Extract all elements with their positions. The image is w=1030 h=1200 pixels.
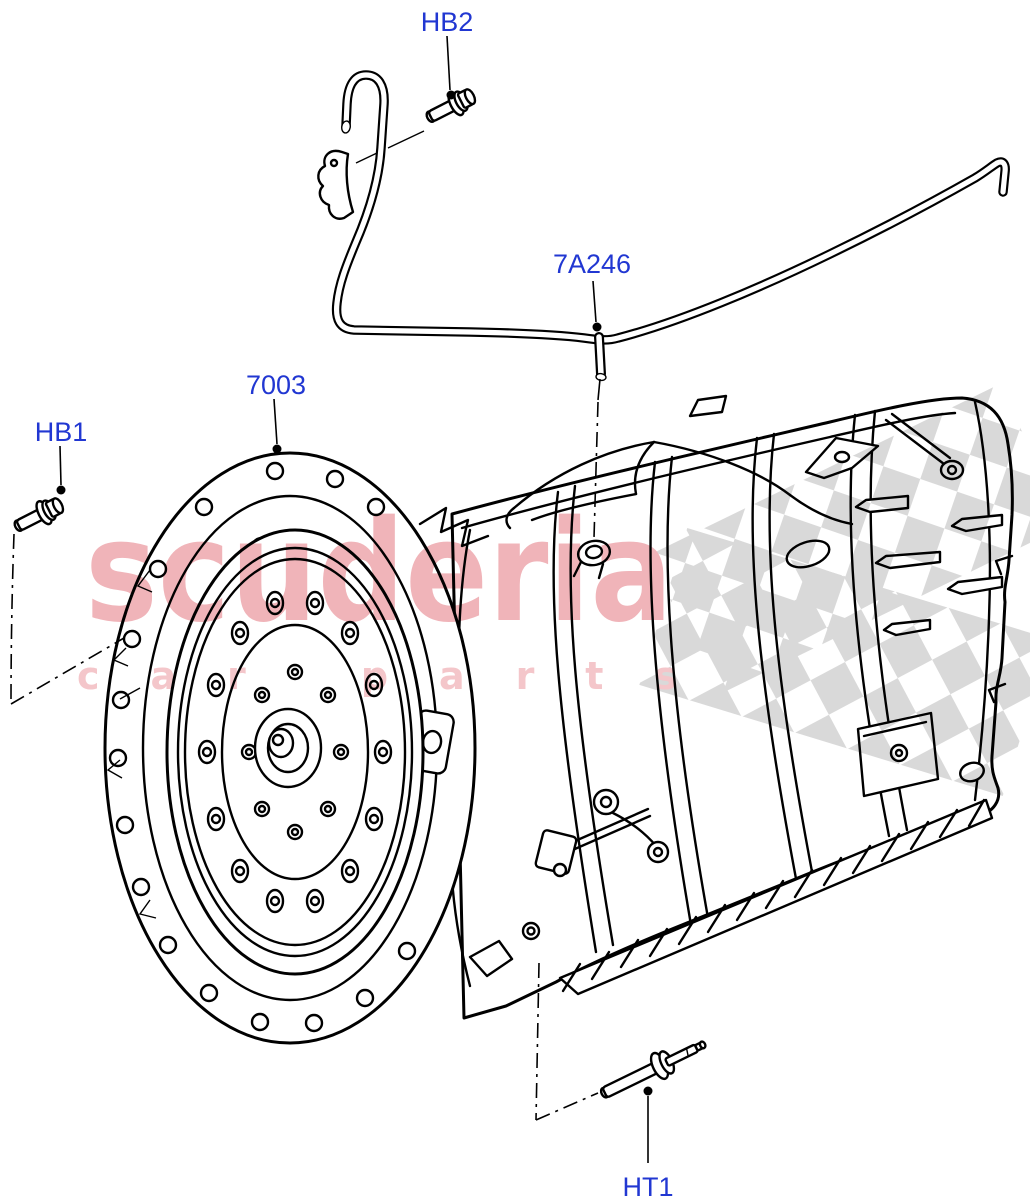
leader-dot-ht1: [643, 1086, 653, 1096]
right-notch: [994, 554, 1014, 576]
pipe-port-boss: [572, 539, 612, 580]
checkered-flag-watermark: [639, 384, 1030, 796]
converter-bolt-ring-inner: [240, 663, 350, 841]
leader-lines: [10, 35, 653, 1163]
part-label-hb2[interactable]: HB2: [421, 7, 474, 37]
leader-dot-7a246: [592, 322, 602, 332]
part-label-7a246[interactable]: 7A246: [553, 249, 631, 279]
pipe-open-end: [341, 120, 351, 134]
bolt-hb1: [13, 497, 65, 532]
bolt-hb2: [425, 88, 477, 123]
pipe-clip: [317, 149, 355, 220]
flange-accents: [106, 569, 157, 919]
oil-pan-rail: [558, 798, 994, 996]
linkage-cluster: [534, 788, 670, 878]
leader-dot-hb1: [56, 485, 66, 495]
part-label-hb1[interactable]: HB1: [35, 417, 88, 447]
flange-zigzag: [418, 506, 490, 548]
part-label-7003[interactable]: 7003: [246, 370, 306, 400]
watermark-subtitle: car parts: [77, 654, 677, 698]
front-lower-detail: [468, 921, 541, 978]
leader-dot-hb2: [446, 90, 456, 100]
torque-converter: [165, 528, 425, 976]
converter-hub: [253, 707, 323, 789]
stud-ht1: [599, 1040, 707, 1099]
converter-bolt-ring-outer: [197, 590, 393, 914]
part-label-ht1[interactable]: HT1: [622, 1172, 673, 1200]
case-parting-line: [460, 411, 957, 530]
bell-housing-bolt-holes: [108, 461, 417, 1033]
watermark-title: scuderia: [85, 491, 673, 654]
leader-dot-7003: [272, 444, 282, 454]
fluid-pipe: [317, 70, 1010, 382]
